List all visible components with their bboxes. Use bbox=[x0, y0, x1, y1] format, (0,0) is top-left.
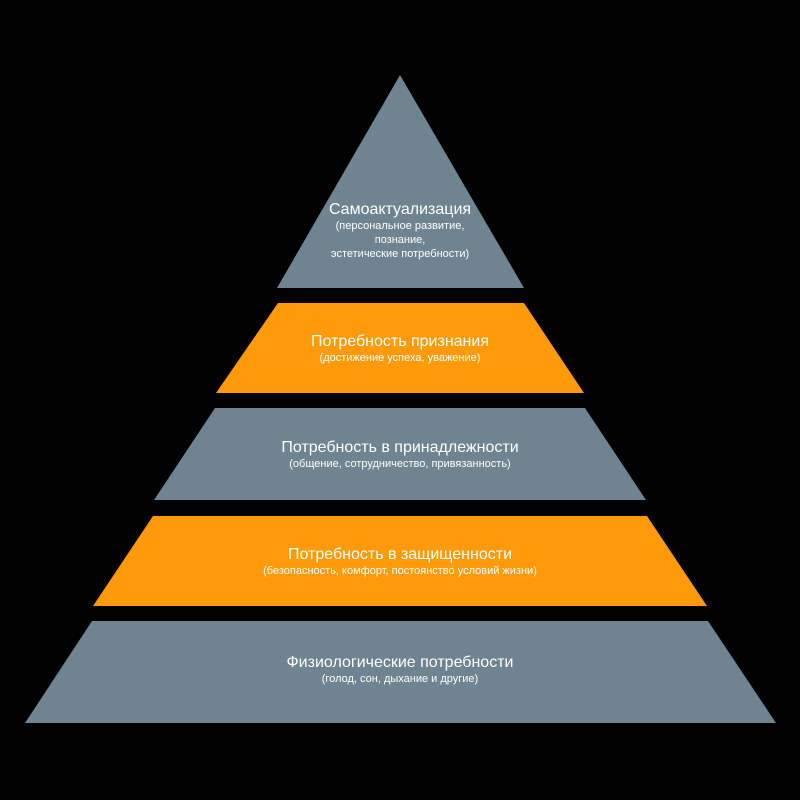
level-2-desc-line-1: (достижение успеха, уважение) bbox=[319, 352, 481, 364]
pyramid-level-2-shape bbox=[216, 303, 584, 393]
level-1-desc-line-2: познание, bbox=[374, 234, 426, 246]
pyramid-level-2-label: Потребность признания (достижение успеха… bbox=[0, 332, 800, 365]
pyramid-level-3-label: Потребность в принадлежности (общение, с… bbox=[0, 438, 800, 471]
level-3-title: Потребность в принадлежности bbox=[281, 439, 519, 456]
pyramid-level-4-shape bbox=[93, 516, 707, 606]
pyramid-level-4-label: Потребность в защищенности (безопасность… bbox=[0, 545, 800, 578]
level-4-title: Потребность в защищенности bbox=[288, 546, 512, 563]
level-1-desc-line-1: (персональное развитие, bbox=[335, 220, 465, 232]
pyramid-level-1-label: Самоактуализация (персональное развитие,… bbox=[0, 200, 800, 261]
level-5-title: Физиологические потребности bbox=[286, 654, 514, 671]
pyramid-level-5-shape bbox=[25, 621, 776, 723]
level-1-title: Самоактуализация bbox=[328, 201, 472, 218]
pyramid-level-1-shape bbox=[277, 75, 524, 288]
level-5-desc-line-1: (голод, сон, дыхание и другие) bbox=[321, 673, 479, 685]
level-2-title: Потребность признания bbox=[310, 333, 489, 350]
pyramid-level-3-shape bbox=[154, 408, 646, 500]
level-1-desc-line-3: эстетические потребности) bbox=[330, 248, 470, 260]
pyramid-level-5-label: Физиологические потребности (голод, сон,… bbox=[0, 653, 800, 686]
level-4-desc-line-1: (безопасность, комфорт, постоянство усло… bbox=[263, 565, 537, 577]
level-3-desc-line-1: (общение, сотрудничество, привязанность) bbox=[289, 458, 511, 470]
